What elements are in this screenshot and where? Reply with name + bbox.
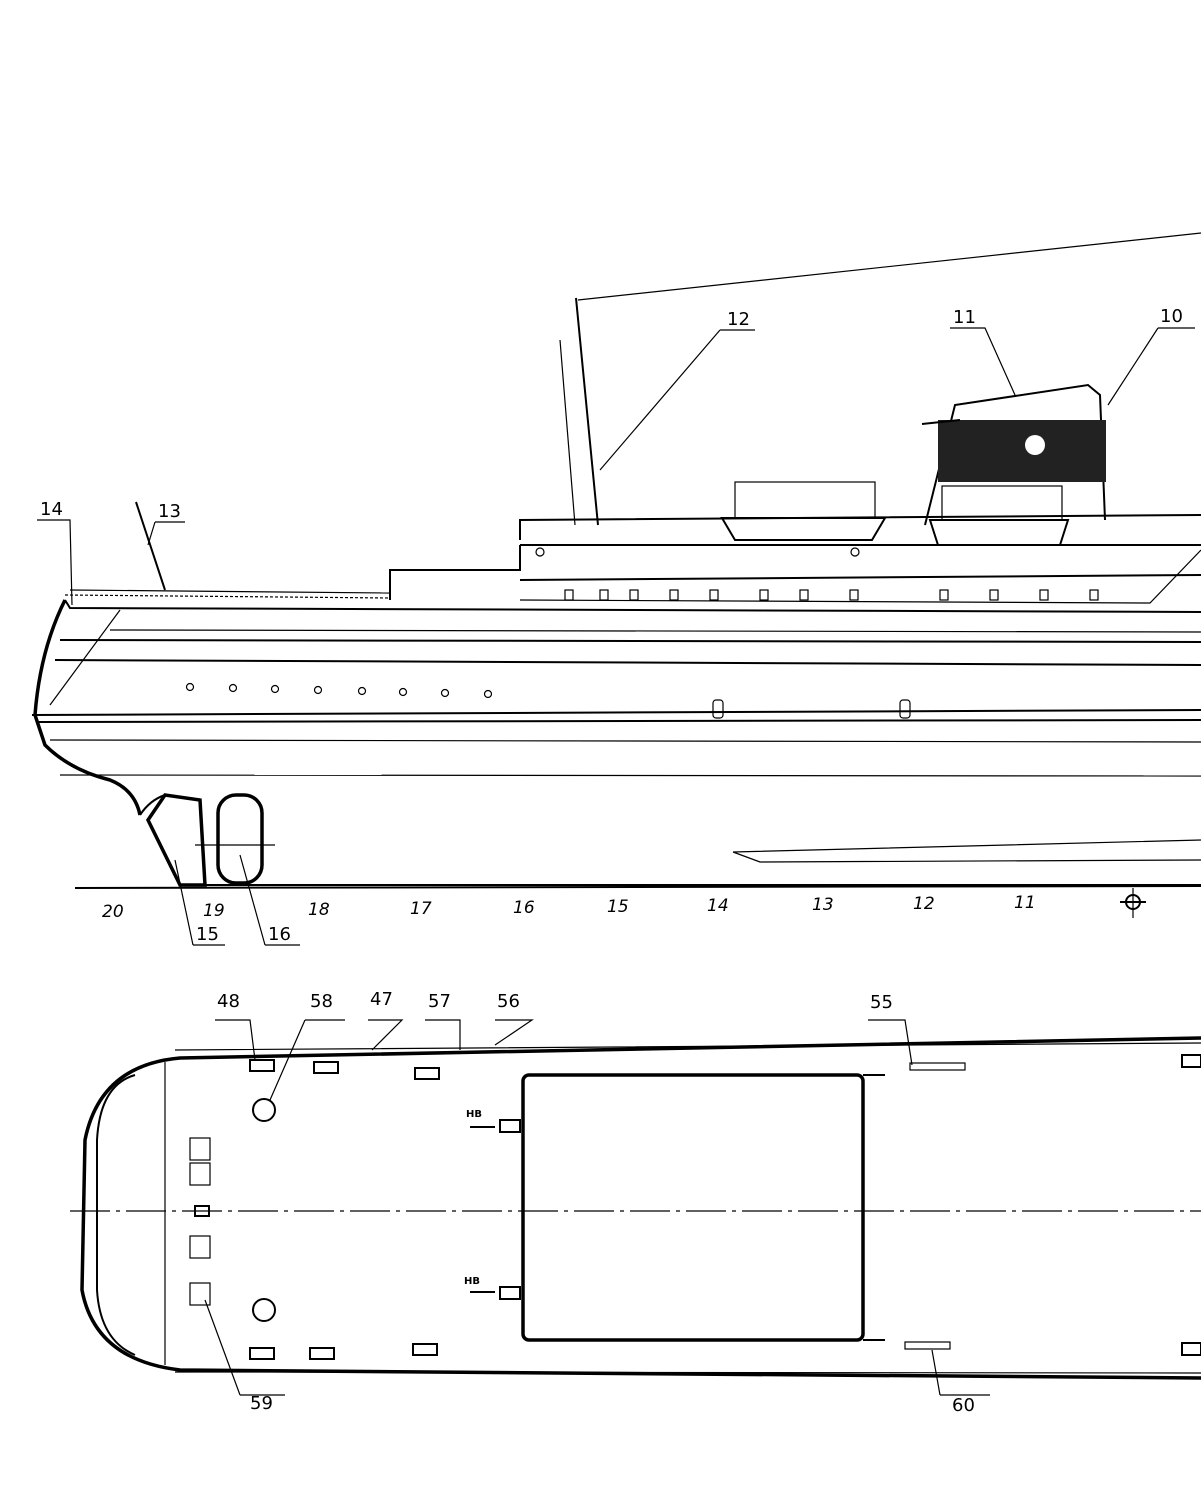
callout-label: 15 xyxy=(196,924,219,945)
lifeboat-2 xyxy=(928,519,1070,546)
lifeboat-1 xyxy=(720,517,887,541)
funnel-emblem xyxy=(1025,435,1045,455)
station-label: 11 xyxy=(1014,893,1036,913)
callout-label: 16 xyxy=(268,924,291,945)
callout-label: 56 xyxy=(497,991,520,1012)
callout-label: 12 xyxy=(727,309,750,330)
superstructure-windows xyxy=(535,547,1099,601)
station-label: 20 xyxy=(102,902,124,922)
station-label: 17 xyxy=(410,899,432,919)
callout-label: 10 xyxy=(1160,306,1183,327)
sheer-line xyxy=(64,599,1201,613)
waterline xyxy=(59,774,1201,777)
station-marks: 20 19 18 17 16 15 14 13 12 11 xyxy=(102,888,1146,922)
ladder-icon xyxy=(499,1286,521,1300)
ladder-icon xyxy=(1181,1342,1201,1356)
rubbing-strake xyxy=(31,709,1201,716)
callout-label: 11 xyxy=(953,307,976,328)
portholes xyxy=(185,682,911,719)
callout-label: 55 xyxy=(870,992,893,1013)
deck-fittings xyxy=(189,1054,1201,1360)
station-label: 18 xyxy=(308,900,330,920)
station-label: 12 xyxy=(913,894,935,914)
callout-label: 60 xyxy=(952,1395,975,1416)
jackstaff xyxy=(135,501,166,591)
ladder-icon xyxy=(1181,1054,1201,1068)
station-label: 15 xyxy=(607,897,629,917)
profile-view: 20 19 18 17 16 15 14 13 12 11 14 13 12 1… xyxy=(31,232,1201,946)
callout-label: 59 xyxy=(250,1393,273,1414)
baseline xyxy=(74,885,1201,889)
ladder-icon xyxy=(499,1119,521,1133)
callout-label: 58 xyxy=(310,991,333,1012)
callout-label: 48 xyxy=(217,991,240,1012)
station-label: 13 xyxy=(812,895,834,915)
plan-mark: НВ xyxy=(466,1109,482,1120)
station-label: 19 xyxy=(203,901,225,921)
profile-callouts: 14 13 12 11 10 15 16 xyxy=(37,306,1195,946)
callout-label: 57 xyxy=(428,991,451,1012)
plan-view: НВ НВ 48 58 47 57 56 55 59 60 xyxy=(70,989,1201,1416)
funnel-band xyxy=(938,420,1106,482)
mast xyxy=(575,297,599,526)
callout-label: 13 xyxy=(158,501,181,522)
forecastle-rail xyxy=(64,594,391,599)
capstan-icon xyxy=(252,1098,276,1122)
station-label: 14 xyxy=(707,896,729,916)
propeller xyxy=(216,793,264,885)
callout-label: 14 xyxy=(40,499,63,520)
rudder xyxy=(145,793,207,887)
plan-mark: НВ xyxy=(464,1276,480,1287)
bollard-icon xyxy=(249,1059,440,1080)
midship-symbol-icon xyxy=(1120,888,1146,918)
forestay xyxy=(577,232,1201,301)
stem xyxy=(33,599,142,816)
plan-callouts: 48 58 47 57 56 55 59 60 xyxy=(204,989,990,1416)
callout-label: 47 xyxy=(370,989,393,1010)
hatch-deckhouse xyxy=(521,1073,865,1342)
capstan-icon xyxy=(252,1298,276,1322)
station-label: 16 xyxy=(513,898,535,918)
bilge-keel xyxy=(732,839,1201,863)
deck-outline xyxy=(80,1036,1201,1380)
bollard-icon xyxy=(249,1343,438,1360)
